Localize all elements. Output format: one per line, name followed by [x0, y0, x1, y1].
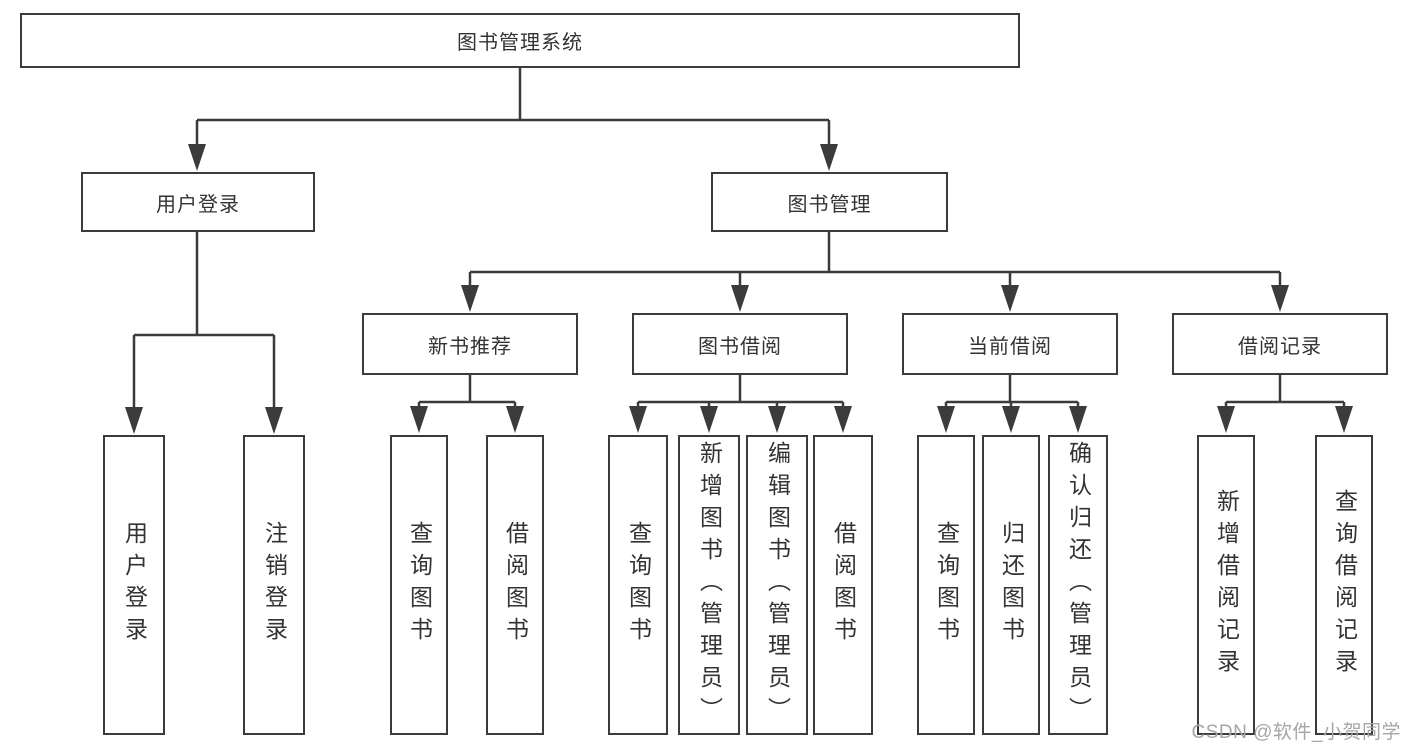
node-label: 确认归还（管理员）: [1065, 441, 1092, 729]
leaf-query-books-1: 查询图书: [390, 435, 448, 735]
watermark: CSDN @软件_小贺同学: [1191, 722, 1401, 743]
leaf-query-borrow-record: 查询借阅记录: [1315, 435, 1373, 735]
leaf-user-login: 用户登录: [103, 435, 165, 735]
leaf-query-books-3: 查询图书: [917, 435, 975, 735]
node-label: 用户登录: [121, 521, 148, 649]
leaf-query-books-2: 查询图书: [608, 435, 668, 735]
leaf-borrow-books-1: 借阅图书: [486, 435, 544, 735]
node-label: 图书管理: [787, 193, 872, 216]
node-label: 借阅图书: [830, 521, 857, 649]
node-label: 图书管理系统: [457, 32, 583, 54]
node-library-system-root: 图书管理系统: [20, 13, 1020, 68]
node-book-management: 图书管理: [711, 172, 948, 232]
node-label: 借阅图书: [502, 521, 529, 649]
leaf-confirm-return-admin: 确认归还（管理员）: [1048, 435, 1108, 735]
node-label: 用户登录: [156, 193, 240, 216]
node-label: 归还图书: [998, 521, 1025, 649]
node-label: 借阅记录: [1238, 335, 1322, 358]
node-current-borrow: 当前借阅: [902, 313, 1118, 375]
node-label: 新书推荐: [428, 335, 512, 358]
leaf-add-borrow-record: 新增借阅记录: [1197, 435, 1255, 735]
leaf-return-books: 归还图书: [982, 435, 1040, 735]
leaf-edit-books-admin: 编辑图书（管理员）: [746, 435, 808, 735]
node-label: 新增借阅记录: [1213, 489, 1240, 681]
node-label: 查询图书: [933, 521, 960, 649]
node-label: 当前借阅: [968, 335, 1052, 358]
node-label: 注销登录: [261, 521, 288, 649]
leaf-logout: 注销登录: [243, 435, 305, 735]
node-label: 编辑图书（管理员）: [764, 441, 791, 729]
node-label: 新增图书（管理员）: [696, 441, 723, 729]
leaf-add-books-admin: 新增图书（管理员）: [678, 435, 740, 735]
node-label: 查询图书: [406, 521, 433, 649]
node-user-login: 用户登录: [81, 172, 315, 232]
node-label: 图书借阅: [698, 335, 782, 358]
node-borrow-records: 借阅记录: [1172, 313, 1388, 375]
node-book-borrow: 图书借阅: [632, 313, 848, 375]
leaf-borrow-books-2: 借阅图书: [813, 435, 873, 735]
node-label: 查询借阅记录: [1331, 489, 1358, 681]
node-new-book-recommend: 新书推荐: [362, 313, 578, 375]
node-label: 查询图书: [625, 521, 652, 649]
